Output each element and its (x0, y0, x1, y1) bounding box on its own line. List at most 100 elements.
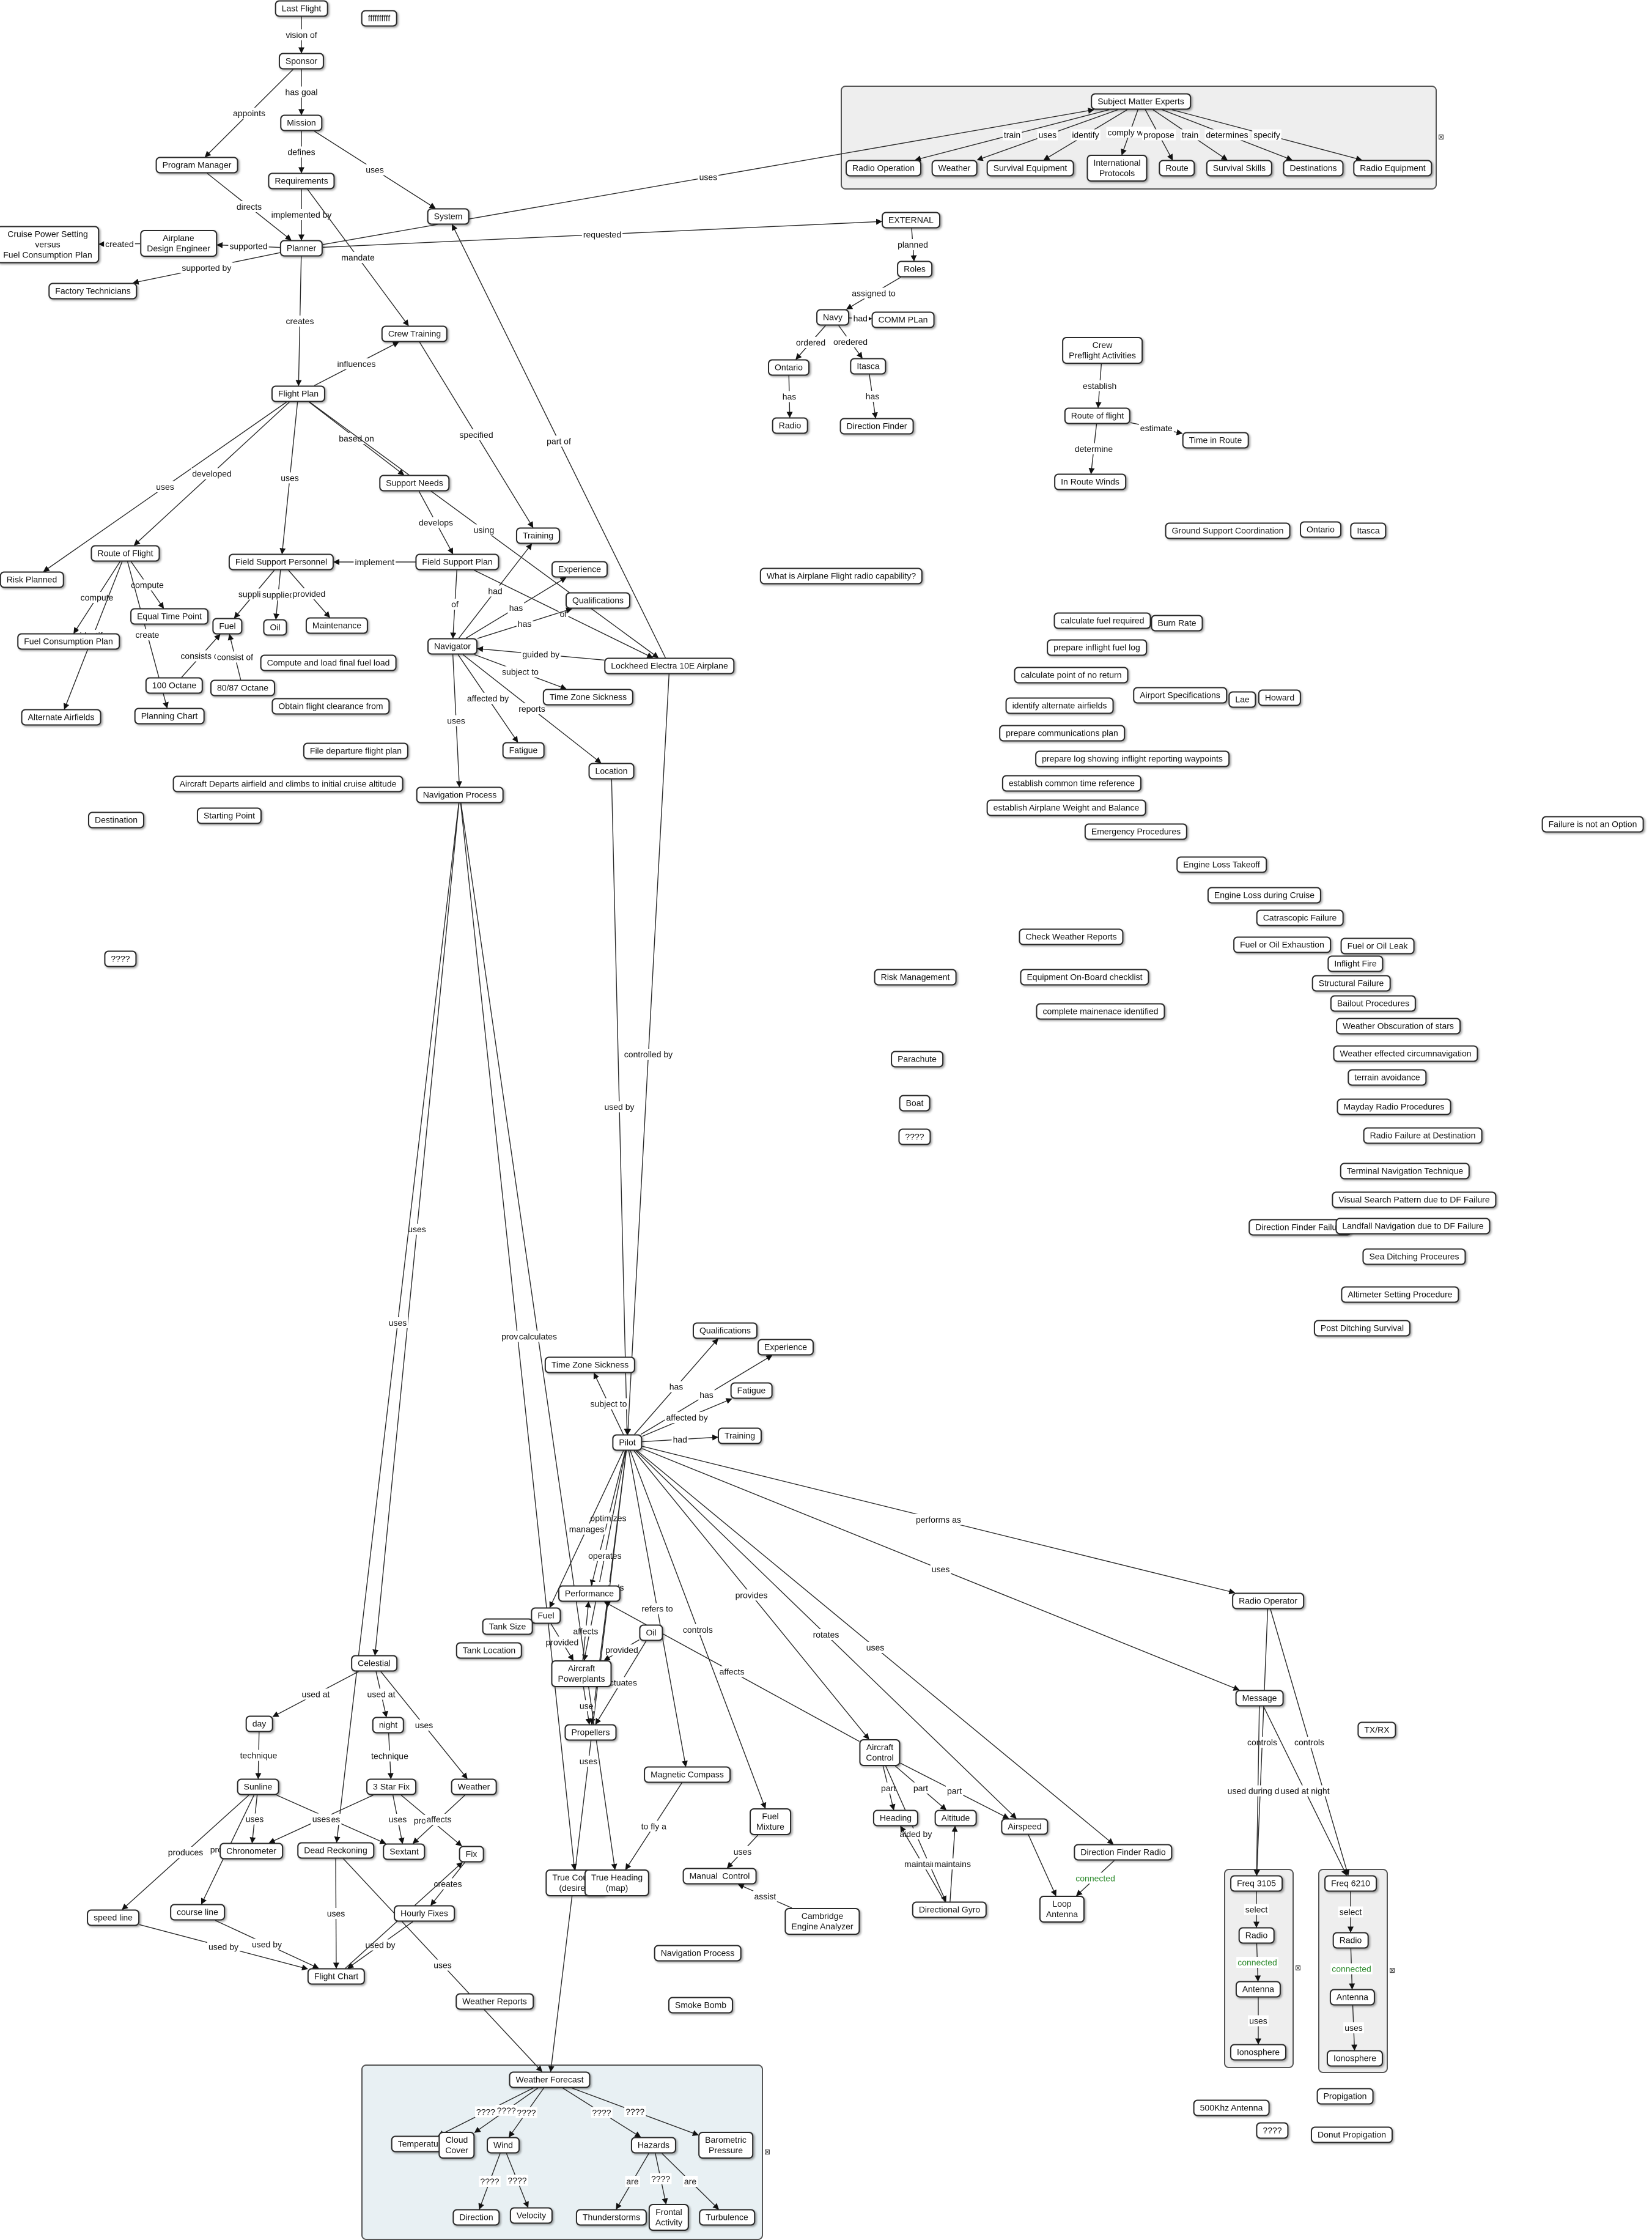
expand-icon[interactable]: ⊠ (764, 2147, 771, 2156)
node-calc-fuel-req[interactable]: calculate fuel required (1053, 612, 1151, 629)
group-g-weather[interactable] (361, 2064, 763, 2240)
node-support-needs[interactable]: Support Needs (379, 475, 450, 492)
node-radio-navy[interactable]: Radio (772, 417, 808, 434)
node-radio-failure-dest[interactable]: Radio Failure at Destination (1363, 1127, 1483, 1144)
node-airplane-designer[interactable]: Airplane Design Engineer (140, 230, 217, 257)
node-radio-capability[interactable]: What is Airplane Flight radio capability… (759, 567, 923, 585)
node-requirements[interactable]: Requirements (268, 172, 335, 190)
node-last-flight[interactable]: Last Flight (275, 0, 328, 17)
node-sextant[interactable]: Sextant (383, 1843, 426, 1860)
node-night[interactable]: night (372, 1717, 405, 1734)
node-engine-loss-takeoff[interactable]: Engine Loss Takeoff (1176, 856, 1267, 873)
node-calc-pnr[interactable]: calculate point of no return (1014, 667, 1129, 684)
node-sponsor[interactable]: Sponsor (278, 53, 325, 70)
node-aircraft-control[interactable]: Aircraft Control (859, 1739, 901, 1766)
node-weather-circumnav[interactable]: Weather effected circumnavigation (1333, 1045, 1478, 1062)
node-equipment-checklist[interactable]: Equipment On-Board checklist (1020, 969, 1149, 986)
node-cloud-cover[interactable]: Cloud Cover (438, 2132, 475, 2159)
node-direction-finder[interactable]: Direction Finder (839, 418, 914, 435)
node-smoke-bomb[interactable]: Smoke Bomb (668, 1997, 734, 2014)
node-airspeed[interactable]: Airspeed (1001, 1818, 1049, 1835)
node-fuel-oil-exhaustion[interactable]: Fuel or Oil Exhaustion (1233, 936, 1331, 953)
node-field-support-plan[interactable]: Field Support Plan (415, 553, 500, 571)
node-chronometer[interactable]: Chronometer (219, 1843, 283, 1860)
node-fuel-consumption-plan[interactable]: Fuel Consumption Plan (17, 633, 120, 650)
node-mayday[interactable]: Mayday Radio Procedures (1337, 1098, 1451, 1115)
node-risk-planned[interactable]: Risk Planned (0, 571, 64, 588)
node-prep-comm-plan[interactable]: prepare communications plan (999, 725, 1125, 742)
expand-icon[interactable]: ⊠ (1389, 1966, 1396, 1975)
node-compute-load-fuel[interactable]: Compute and load final fuel load (260, 654, 397, 671)
node-route-of-flight-l[interactable]: Route of Flight (90, 545, 160, 562)
node-heading[interactable]: Heading (872, 1809, 919, 1827)
node-check-weather[interactable]: Check Weather Reports (1019, 928, 1124, 945)
node-octane8087[interactable]: 80/87 Octane (210, 679, 276, 697)
node-ffff[interactable]: ffffffffff (361, 10, 397, 27)
node-ionosphere-6210[interactable]: Ionosphere (1326, 2050, 1384, 2067)
node-direction[interactable]: Direction (452, 2209, 500, 2226)
node-ionosphere-3105[interactable]: Ionosphere (1230, 2044, 1287, 2061)
node-velocity[interactable]: Velocity (509, 2207, 553, 2224)
node-catastrophic-failure[interactable]: Catrascopic Failure (1256, 909, 1344, 926)
node-lae[interactable]: Lae (1228, 691, 1256, 708)
node-inflight-fire[interactable]: Inflight Fire (1327, 955, 1384, 972)
node-common-time-ref[interactable]: establish common time reference (1001, 775, 1142, 792)
node-fatigue-top[interactable]: Fatigue (502, 742, 545, 759)
node-route-of-flight-r[interactable]: Route of flight (1064, 407, 1131, 424)
node-true-heading[interactable]: True Heading (map) (584, 1869, 650, 1896)
node-three-star-fix[interactable]: 3 Star Fix (366, 1778, 416, 1795)
node-qualifications-pilot[interactable]: Qualifications (692, 1322, 758, 1339)
node-external[interactable]: EXTERNAL (882, 212, 940, 229)
node-mission[interactable]: Mission (280, 114, 323, 131)
node-program-manager[interactable]: Program Manager (155, 157, 238, 174)
node-propigation[interactable]: Propigation (1316, 2088, 1374, 2105)
node-route-sme[interactable]: Route (1159, 160, 1195, 177)
node-starting-point[interactable]: Starting Point (196, 807, 262, 824)
node-equal-time-point[interactable]: Equal Time Point (130, 608, 208, 625)
node-fuel-l[interactable]: Fuel (212, 618, 243, 635)
node-howard[interactable]: Howard (1258, 689, 1302, 706)
node-ground-support[interactable]: Ground Support Coordination (1165, 522, 1291, 539)
node-fuel-mixture[interactable]: Fuel Mixture (750, 1808, 791, 1835)
node-location[interactable]: Location (588, 763, 635, 780)
node-ontario-r[interactable]: Ontario (1300, 521, 1341, 538)
node-navy[interactable]: Navy (816, 309, 849, 326)
node-training-pilot[interactable]: Training (717, 1427, 762, 1444)
node-hourly-fixes[interactable]: Hourly Fixes (394, 1905, 455, 1922)
node-comm-plan[interactable]: COMM PLan (871, 311, 935, 328)
node-sunline[interactable]: Sunline (237, 1778, 279, 1795)
node-airport-specs[interactable]: Airport Specifications (1133, 687, 1227, 704)
node-radio-equipment[interactable]: Radio Equipment (1353, 160, 1433, 177)
node-course-line[interactable]: course line (170, 1904, 225, 1921)
node-celestial[interactable]: Celestial (351, 1655, 397, 1672)
node-performance[interactable]: Performance (558, 1585, 621, 1602)
node-antenna-3105[interactable]: Antenna (1235, 1981, 1281, 1998)
node-system[interactable]: System (427, 208, 470, 225)
node-octane100[interactable]: 100 Octane (145, 677, 204, 694)
node-parachute[interactable]: Parachute (891, 1051, 943, 1068)
node-weight-balance[interactable]: establish Airplane Weight and Balance (986, 799, 1146, 816)
node-experience-pilot[interactable]: Experience (757, 1339, 814, 1356)
node-antenna-500khz[interactable]: 500Khz Antenna (1193, 2099, 1270, 2116)
node-destination[interactable]: Destination (87, 811, 145, 829)
node-freq6210[interactable]: Freq 6210 (1324, 1875, 1377, 1892)
node-visual-search[interactable]: Visual Search Pattern due to DF Failure (1332, 1191, 1497, 1208)
node-field-support-personnel[interactable]: Field Support Personnel (228, 553, 334, 571)
node-barometric-pressure[interactable]: Barometric Pressure (698, 2132, 753, 2159)
node-experience-top[interactable]: Experience (551, 561, 608, 578)
node-q-br[interactable]: ???? (1256, 2122, 1289, 2139)
node-dead-reckoning[interactable]: Dead Reckoning (297, 1842, 374, 1859)
node-radio-operation[interactable]: Radio Operation (846, 160, 921, 177)
node-survival-equipment[interactable]: Survival Equipment (986, 160, 1074, 177)
node-manual-control[interactable]: Manual Control (682, 1868, 757, 1885)
node-bailout[interactable]: Bailout Procedures (1330, 995, 1417, 1012)
node-radio-3105[interactable]: Radio (1238, 1927, 1275, 1944)
node-burn-rate[interactable]: Burn Rate (1151, 615, 1203, 632)
node-propellers[interactable]: Propellers (564, 1724, 617, 1741)
node-radio-operator[interactable]: Radio Operator (1232, 1592, 1304, 1610)
node-freq3105[interactable]: Freq 3105 (1230, 1875, 1283, 1892)
node-maintenance-identified[interactable]: complete mainenace identified (1036, 1003, 1165, 1020)
node-directional-gyro[interactable]: Directional Gyro (912, 1901, 987, 1918)
node-fuel-oil-leak[interactable]: Fuel or Oil Leak (1340, 937, 1415, 955)
node-q-left[interactable]: ???? (104, 950, 137, 967)
